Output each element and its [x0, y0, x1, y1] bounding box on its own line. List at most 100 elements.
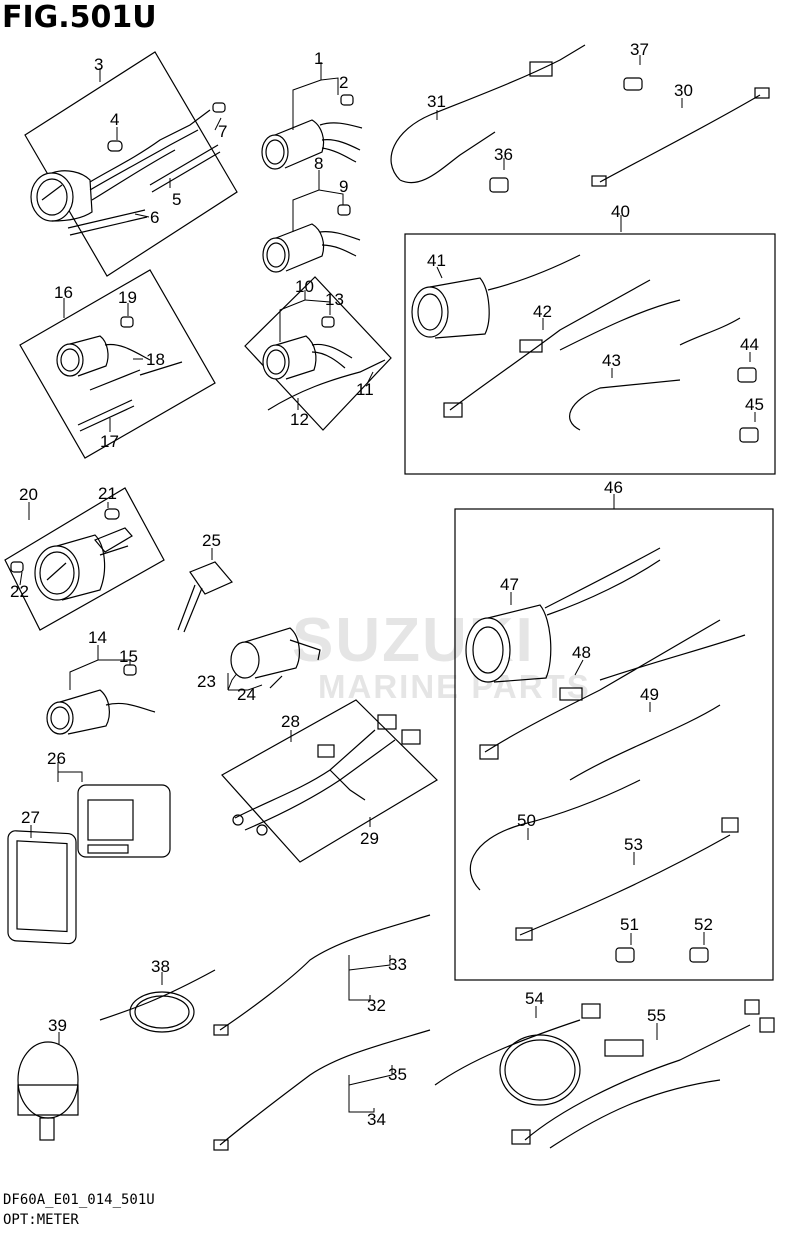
plug-part-37	[623, 77, 643, 91]
cable-part-30	[591, 87, 770, 187]
callout-46: 46	[604, 478, 623, 497]
callout-7: 7	[218, 122, 227, 141]
callout-44: 44	[740, 335, 759, 354]
callout-30: 30	[674, 81, 693, 100]
callout-23: 23	[197, 672, 216, 691]
callout-16: 16	[54, 283, 73, 302]
callout-labels: 1 2 3 4 5 6 7 8 9 10 11 12 13 14 15 16 1…	[10, 40, 764, 1129]
gauge-part-3	[30, 109, 221, 236]
callout-32: 32	[367, 996, 386, 1015]
switch-part-25	[177, 561, 233, 633]
callout-20: 20	[19, 485, 38, 504]
display-part-26	[77, 784, 171, 858]
bulb-part-7	[212, 102, 226, 113]
bulb-part-15	[123, 664, 137, 676]
bulb-part-4	[107, 140, 123, 152]
callout-9: 9	[339, 177, 348, 196]
gauge-part-20	[34, 527, 133, 601]
watermark-subtitle: MARINE PARTS	[318, 668, 591, 705]
kit-box-20	[4, 487, 165, 631]
callout-26: 26	[47, 749, 66, 768]
callout-38: 38	[151, 957, 170, 976]
callout-15: 15	[119, 647, 138, 666]
cable-part-54	[434, 1003, 601, 1106]
callout-49: 49	[640, 685, 659, 704]
kit-box-16	[19, 269, 216, 459]
plug-part-45	[739, 427, 759, 443]
callout-47: 47	[500, 575, 519, 594]
callout-2: 2	[339, 73, 348, 92]
cable-part-53	[515, 817, 739, 941]
kit-box-3	[24, 51, 238, 277]
callout-18: 18	[146, 350, 165, 369]
meter-part-8	[262, 223, 361, 273]
kit-box-10	[244, 276, 392, 431]
callout-11: 11	[356, 380, 374, 399]
callout-50: 50	[517, 811, 536, 830]
callout-3: 3	[94, 55, 103, 74]
cable-part-38	[99, 969, 216, 1033]
bulb-part-21	[104, 508, 120, 520]
callout-37: 37	[630, 40, 649, 59]
callout-29: 29	[360, 829, 379, 848]
bulb-part-9	[337, 204, 351, 216]
callout-5: 5	[172, 190, 181, 209]
callout-43: 43	[602, 351, 621, 370]
callout-17: 17	[100, 432, 119, 451]
callout-53: 53	[624, 835, 643, 854]
kit-box-40	[404, 233, 776, 475]
plug-part-36	[489, 177, 509, 193]
gauge-part-41	[411, 254, 581, 339]
callout-34: 34	[367, 1110, 386, 1129]
unit-part-23	[230, 627, 321, 679]
callout-45: 45	[745, 395, 764, 414]
gauge-part-47	[465, 547, 661, 683]
figure-caption: OPT:METER	[3, 1212, 79, 1228]
callout-51: 51	[620, 915, 639, 934]
harness-part-42	[443, 279, 681, 418]
display-part-27	[7, 830, 77, 945]
callout-36: 36	[494, 145, 513, 164]
cable-part-50	[469, 779, 641, 891]
callout-14: 14	[88, 628, 107, 647]
callout-40: 40	[611, 202, 630, 221]
callout-33: 33	[388, 955, 407, 974]
callout-31: 31	[427, 92, 446, 111]
callout-24: 24	[237, 685, 256, 704]
kit-box-28	[221, 699, 438, 863]
bulb-part-22	[10, 561, 24, 573]
callout-35: 35	[388, 1065, 407, 1084]
cable-part-32	[213, 914, 431, 1036]
callout-41: 41	[427, 251, 446, 270]
cable-part-49	[569, 704, 721, 781]
harness-part-28	[232, 714, 421, 836]
gauge-part-16	[56, 335, 183, 432]
callout-12: 12	[290, 410, 309, 429]
harness-part-48	[479, 619, 746, 760]
callout-6: 6	[150, 208, 159, 227]
callout-42: 42	[533, 302, 552, 321]
callout-21: 21	[98, 484, 117, 503]
callout-48: 48	[572, 643, 591, 662]
callout-8: 8	[314, 154, 323, 173]
gauge-part-10	[262, 335, 386, 411]
callout-52: 52	[694, 915, 713, 934]
figure-title: FIG.501U	[2, 0, 157, 35]
harness-part-55	[511, 999, 775, 1149]
cable-part-34	[213, 1029, 431, 1151]
callout-19: 19	[118, 288, 137, 307]
plug-part-44	[737, 367, 757, 383]
cable-part-43	[569, 317, 741, 431]
callout-54: 54	[525, 989, 544, 1008]
sensor-part-39	[17, 1041, 79, 1141]
bulb-part-2	[340, 94, 354, 106]
meter-part-1	[261, 119, 363, 170]
callout-25: 25	[202, 531, 221, 550]
callout-39: 39	[48, 1016, 67, 1035]
callout-22: 22	[10, 582, 29, 601]
callout-55: 55	[647, 1006, 666, 1025]
callout-10: 10	[295, 277, 314, 296]
bulb-part-19	[120, 316, 134, 328]
meter-part-14	[46, 689, 156, 735]
